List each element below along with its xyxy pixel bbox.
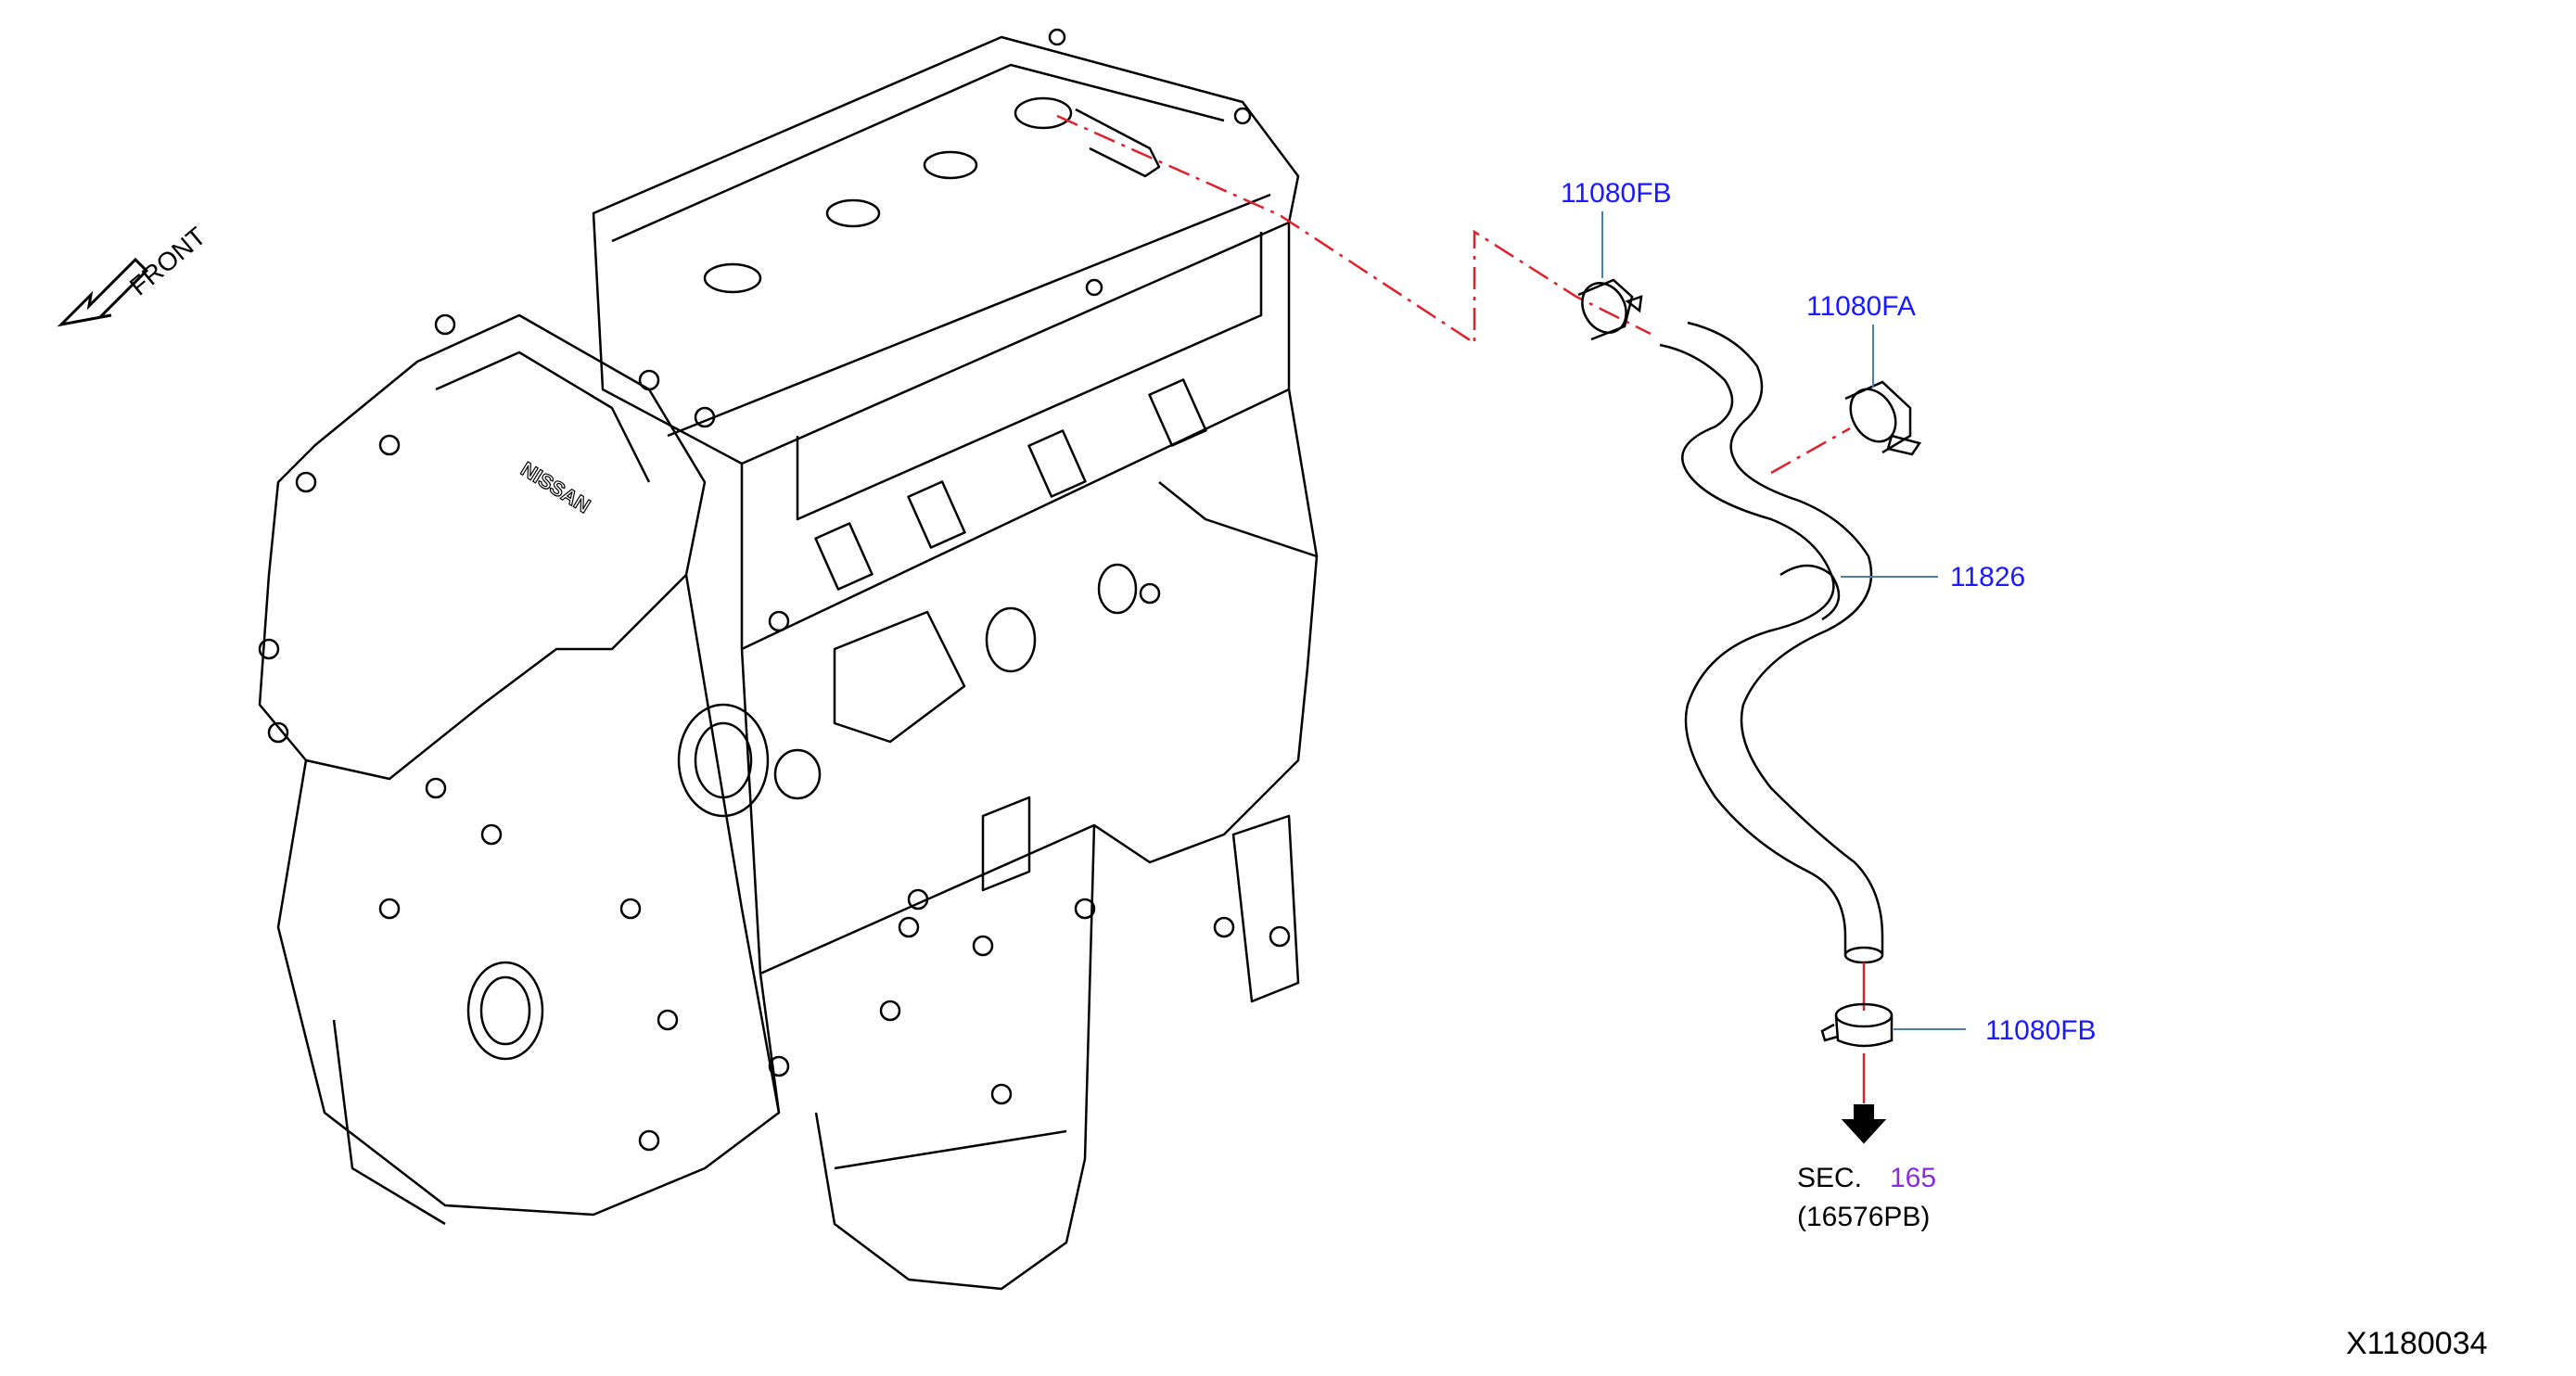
part-label-11080fa[interactable]: 11080FA (1806, 291, 1916, 322)
hose-clamp-fa[interactable] (1842, 380, 1922, 456)
engine-block: NISSAN (258, 28, 1319, 1291)
section-ref-prefix: SEC. (1797, 1163, 1863, 1193)
section-ref-sub: (16576PB) (1797, 1202, 1931, 1232)
alignment-dash-line (1056, 114, 1651, 346)
alignment-dash-fa (1770, 427, 1851, 475)
front-arrow-icon (57, 257, 149, 327)
drawing-id: X1180034 (2346, 1326, 2488, 1361)
hose-clamp-lower[interactable] (1820, 1002, 1894, 1048)
engine-logo-text: NISSAN (516, 457, 594, 517)
part-label-11080fb-lower[interactable]: 11080FB (1985, 1015, 2097, 1046)
section-ref-number[interactable]: 165 (1890, 1163, 1937, 1193)
hose-clamp-upper[interactable] (1574, 275, 1643, 341)
part-label-11080fb-upper[interactable]: 11080FB (1561, 178, 1672, 209)
down-arrow-icon (1841, 1104, 1887, 1144)
part-label-11826[interactable]: 11826 (1950, 562, 2026, 592)
water-hose-11826[interactable] (1659, 321, 1884, 964)
